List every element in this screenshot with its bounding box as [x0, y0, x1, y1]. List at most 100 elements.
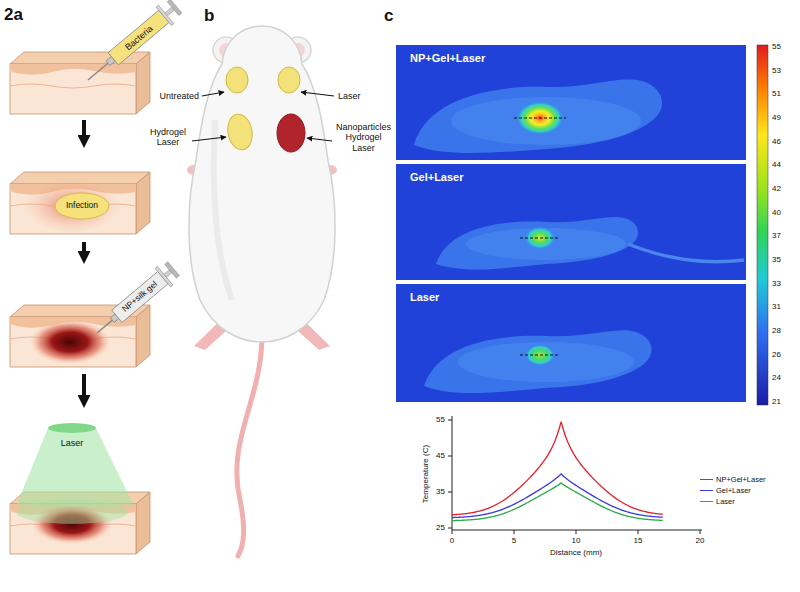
thermal-panel: Gel+Laser — [396, 164, 746, 280]
step-label: NP+silk gel — [120, 280, 159, 315]
chart-axis — [452, 416, 453, 530]
skin-step-2 — [10, 172, 150, 234]
mouse-illustration — [187, 26, 337, 556]
axis-tick: 20 — [696, 536, 705, 545]
chart-axis — [576, 530, 577, 534]
step-arrow — [82, 120, 86, 135]
profile-line — [520, 354, 560, 355]
thermal-image — [458, 342, 634, 382]
skin-step: Laser — [8, 410, 160, 558]
leader-arrow — [192, 137, 226, 141]
legend-line — [700, 490, 713, 491]
injection-site — [225, 112, 255, 152]
chart-axis — [514, 530, 515, 534]
chart-axis — [448, 492, 452, 493]
chart-axis — [700, 530, 701, 534]
thermal-image — [396, 164, 746, 280]
axis-tick: 55 — [436, 415, 445, 424]
thermal-panel: Laser — [396, 284, 746, 402]
panel-label: NP+Gel+Laser — [410, 52, 485, 65]
color-scale-tick: 42 — [772, 184, 781, 193]
legend-text: Laser — [716, 498, 735, 507]
leader-arrow — [301, 92, 334, 96]
treated-site — [30, 320, 110, 364]
color-scale-tick: 28 — [772, 326, 781, 335]
legend-line — [700, 501, 713, 502]
panel-letter: b — [204, 6, 214, 26]
axis-title: Distance (mm) — [550, 548, 602, 557]
site-label: Hydrogel Laser — [150, 127, 186, 148]
laser-beam — [16, 428, 134, 506]
skin-step-4 — [10, 423, 150, 554]
profile-line — [514, 117, 566, 118]
color-scale-tick: 51 — [772, 90, 781, 99]
leader-arrow — [192, 92, 334, 141]
laser-spot — [16, 500, 128, 524]
infection-site — [55, 193, 109, 219]
leader-arrow — [307, 138, 332, 141]
thermal-image — [628, 244, 744, 262]
step-label: Bacteria — [123, 23, 155, 52]
syringe — [167, 0, 182, 16]
thermal-image — [414, 79, 662, 153]
chart-axis — [448, 420, 452, 421]
panel-label: Gel+Laser — [410, 171, 464, 184]
injection-site — [278, 67, 300, 93]
color-scale-tick: 21 — [772, 397, 781, 406]
thermal-image — [451, 97, 641, 145]
skin-step: Bacteria — [8, 26, 180, 118]
leader-arrow — [202, 92, 224, 96]
axis-title: Temperature (C) — [421, 445, 430, 503]
legend-line — [700, 479, 713, 480]
color-scale-tick: 33 — [772, 279, 781, 288]
legend-text: Gel+Laser — [716, 487, 751, 496]
skin-step-3 — [10, 260, 181, 367]
site-label: Laser — [338, 91, 361, 101]
color-scale-tick: 44 — [772, 161, 781, 170]
panel-label: Laser — [410, 291, 439, 304]
syringe — [156, 5, 174, 25]
temperature-curve — [452, 422, 663, 515]
thermal-image — [436, 217, 638, 269]
site-label: Untreated — [159, 91, 199, 101]
thermal-panel: NP+Gel+Laser — [396, 45, 746, 160]
laser-beam — [48, 423, 96, 433]
color-scale-tick: 55 — [772, 42, 781, 51]
axis-tick: 35 — [436, 487, 445, 496]
temperature-curve — [452, 422, 663, 521]
panel-letter: 2a — [4, 5, 23, 25]
injection-site — [277, 114, 305, 152]
thermal-image — [396, 284, 746, 402]
syringe — [165, 262, 180, 278]
axis-tick: 5 — [512, 536, 516, 545]
chart-axis — [448, 528, 452, 529]
injection-site — [226, 67, 248, 93]
color-scale-tick: 24 — [772, 374, 781, 383]
chart-axis — [452, 530, 453, 534]
thermal-image — [396, 284, 746, 402]
thermal-image — [396, 164, 746, 280]
color-scale-tick: 53 — [772, 66, 781, 75]
step-arrow — [82, 374, 86, 395]
chart-axis — [452, 530, 702, 531]
legend-text: NP+Gel+Laser — [716, 476, 766, 485]
step-label: Infection — [66, 201, 98, 211]
axis-tick: 15 — [634, 536, 643, 545]
syringe — [108, 10, 169, 65]
skin-step: NP+silk gel — [8, 266, 188, 372]
temperature-curve — [452, 483, 663, 521]
mouse-illustration — [237, 335, 262, 556]
panel-letter: c — [384, 6, 393, 26]
infection-glow — [24, 179, 120, 233]
profile-line — [520, 237, 560, 238]
injection-site — [225, 67, 305, 152]
mouse-illustration — [214, 120, 232, 300]
thermal-image — [396, 45, 746, 160]
syringe — [88, 62, 109, 80]
color-scale-tick: 31 — [772, 303, 781, 312]
step-arrow — [82, 242, 86, 251]
thermal-image — [424, 330, 652, 393]
